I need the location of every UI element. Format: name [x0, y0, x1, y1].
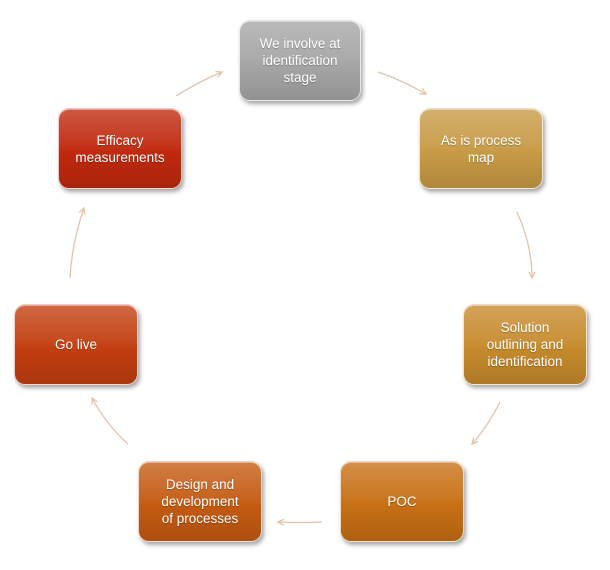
step-efficacy-measurements: Efficacy measurements: [58, 108, 182, 189]
arrow-4: [278, 522, 323, 523]
step-label: As is process map: [440, 132, 522, 165]
step-as-is-process-map: As is process map: [419, 108, 543, 189]
step-label: POC: [387, 494, 417, 509]
step-identification-stage: We involve at identification stage: [239, 20, 361, 101]
arrow-6: [69, 208, 84, 279]
arrow-2: [516, 211, 532, 278]
step-solution-outlining: Solution outlining and identification: [463, 304, 587, 385]
arrow-1: [377, 71, 426, 94]
step-label: Efficacy measurements: [75, 132, 165, 165]
step-label: We involve at identification stage: [259, 36, 341, 85]
step-design-and-development: Design and development of processes: [138, 461, 262, 542]
step-poc: POC: [340, 461, 464, 542]
arrow-7: [175, 72, 222, 97]
step-label: Design and development of processes: [161, 477, 239, 526]
step-label: Solution outlining and identification: [486, 320, 564, 369]
arrow-3: [472, 401, 501, 444]
step-go-live: Go live: [14, 304, 138, 385]
arrow-5: [92, 398, 129, 445]
step-label: Go live: [54, 337, 98, 352]
